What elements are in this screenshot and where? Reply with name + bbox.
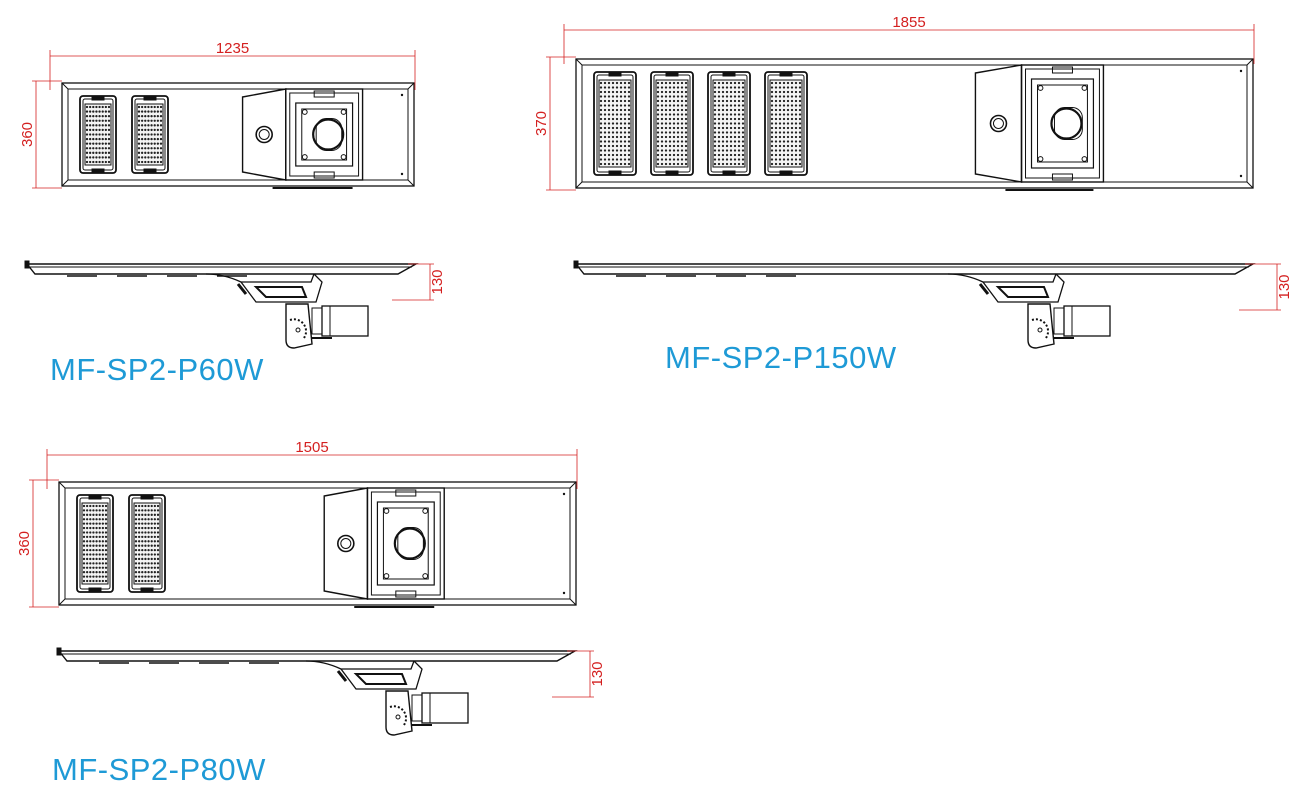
led-module xyxy=(79,95,117,174)
dimension-width: 360 xyxy=(19,80,62,189)
dimension-length-text: 1855 xyxy=(892,14,925,31)
dimension-length-text: 1505 xyxy=(295,439,328,456)
dimension-height-text: 130 xyxy=(429,269,446,294)
dimension-length-text: 1235 xyxy=(216,40,249,57)
dimension-length: 1235 xyxy=(49,40,416,90)
dimension-height: 130 xyxy=(552,650,606,698)
dimension-width-text: 370 xyxy=(533,111,550,136)
led-module xyxy=(707,71,751,176)
side-view xyxy=(24,260,419,349)
dimension-height: 130 xyxy=(392,263,446,301)
dimension-width-text: 360 xyxy=(19,122,36,147)
mounting-bracket-top xyxy=(974,64,1105,183)
led-module xyxy=(128,494,166,593)
led-module xyxy=(131,95,169,174)
product-drawing-mf-sp2-p80w: 1505 360 130 xyxy=(16,439,606,736)
dimension-height-text: 130 xyxy=(589,661,606,686)
model-label-p60w: MF-SP2-P60W xyxy=(50,352,264,387)
side-view xyxy=(573,260,1256,349)
dimension-length: 1855 xyxy=(563,14,1255,64)
product-drawing-mf-sp2-p150w: 1855 370 130 xyxy=(533,14,1293,349)
led-module xyxy=(650,71,694,176)
model-label-p150w: MF-SP2-P150W xyxy=(665,340,897,375)
mounting-bracket-top xyxy=(323,487,445,600)
dimension-height: 130 xyxy=(1239,263,1293,311)
top-view xyxy=(61,82,415,189)
dimension-width: 370 xyxy=(533,56,576,191)
mounting-bracket-top xyxy=(241,88,364,181)
top-view xyxy=(58,481,577,608)
dimension-width-text: 360 xyxy=(16,531,33,556)
dimension-length: 1505 xyxy=(46,439,578,489)
product-drawing-mf-sp2-p60w: 1235 360 130 xyxy=(19,40,446,349)
dimension-height-text: 130 xyxy=(1276,274,1293,299)
dimension-width: 360 xyxy=(16,479,59,608)
top-view xyxy=(575,58,1254,191)
led-module xyxy=(76,494,114,593)
led-module xyxy=(593,71,637,176)
model-label-p80w: MF-SP2-P80W xyxy=(52,752,266,787)
side-view xyxy=(56,647,578,736)
led-module xyxy=(764,71,808,176)
